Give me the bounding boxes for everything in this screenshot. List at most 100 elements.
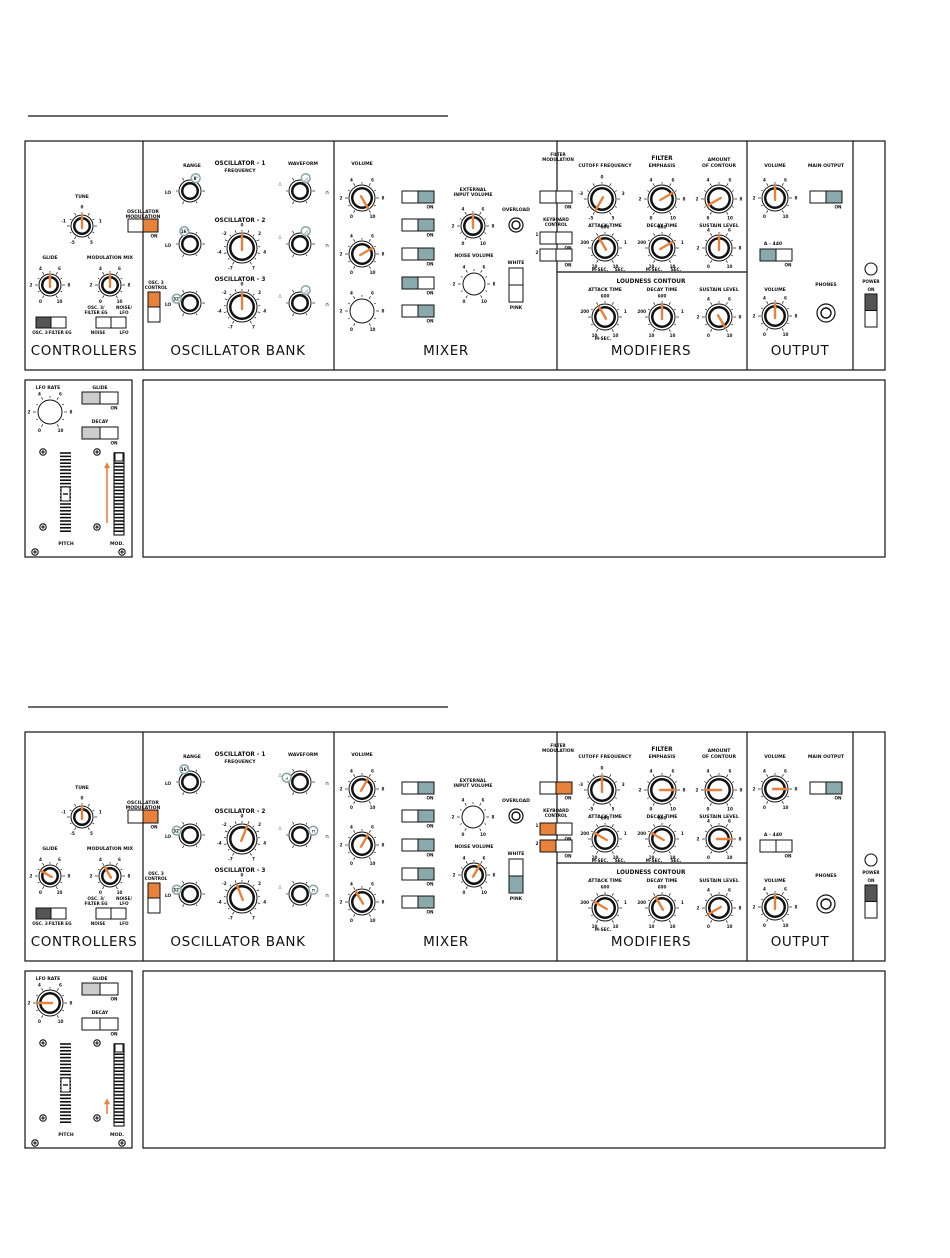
mod-wheel[interactable] (114, 453, 124, 535)
mixer-channel-switch-2[interactable]: ON (402, 810, 434, 829)
waveform-knob-osc1[interactable]: ◿ (286, 174, 315, 204)
range-knob-osc2[interactable]: 16' (176, 227, 205, 257)
mixer-channel-switch-3[interactable]: ON (402, 248, 434, 267)
range-knob-osc1[interactable]: 8' (176, 174, 205, 204)
lower-glide-switch[interactable]: ON (82, 392, 118, 411)
main-output-switch[interactable]: ON (810, 782, 842, 801)
power-switch[interactable] (865, 294, 877, 327)
keyboard-control-switch-1[interactable]: ON (540, 823, 572, 842)
mixer-channel-switch-2[interactable]: ON (402, 219, 434, 238)
osc3-filter-eg-switch[interactable] (36, 317, 66, 328)
lower-decay-switch[interactable]: ON (82, 427, 118, 446)
waveform-knob-osc2[interactable]: ◿ (286, 227, 315, 257)
mixer-channel-switch-5[interactable]: ON (402, 305, 434, 324)
noise-lfo-switch[interactable] (96, 908, 126, 919)
power-switch[interactable] (865, 885, 877, 918)
range-knob-osc1[interactable]: 16' (176, 765, 205, 795)
keyboard-control-switch-1[interactable]: ON (540, 232, 572, 251)
keyboard-control-switch-2[interactable]: ON (540, 249, 572, 268)
waveform-knob-osc3[interactable]: ◿ (286, 286, 315, 316)
mixer-channel-switch-4[interactable]: ON (402, 868, 434, 887)
osc3-control-switch[interactable] (148, 883, 160, 913)
mixer-channel-switch-4[interactable]: ON (402, 277, 434, 296)
mixer-channel-switch-1[interactable]: ON (402, 782, 434, 801)
filter-modulation-switch[interactable]: ON (540, 191, 572, 210)
keyboard-control-switch-2[interactable]: ON (540, 840, 572, 859)
pitch-wheel[interactable] (60, 1044, 71, 1122)
mixer-channel-switch-3[interactable]: ON (402, 839, 434, 858)
mixer-channel-switch-1[interactable]: ON (402, 191, 434, 210)
waveform-knob-osc1[interactable]: ⩘ (282, 769, 315, 795)
a440-switch[interactable]: ON (760, 249, 792, 268)
pitch-wheel[interactable] (60, 453, 71, 531)
scale-label: 2 (639, 197, 642, 202)
scale-label: 10 (727, 924, 733, 929)
a440-switch[interactable]: ON (760, 840, 792, 859)
mod-wheel[interactable] (114, 1044, 124, 1126)
noise-lfo-switch[interactable] (96, 317, 126, 328)
output-volume-label: VOLUME (764, 754, 786, 760)
waveform-knob-osc2[interactable]: ⊓ (286, 822, 318, 848)
main-output-switch[interactable]: ON (810, 191, 842, 210)
range-knob-osc2[interactable]: 32' (172, 822, 205, 848)
range-knob-osc3[interactable]: 32' (172, 290, 205, 316)
white-pink-switch[interactable] (509, 268, 523, 302)
white-pink-switch[interactable] (509, 859, 523, 893)
scale-label: 0 (763, 214, 766, 219)
lower-glide-switch[interactable]: ON (82, 983, 118, 1002)
osc3-filter-eg-switch[interactable] (36, 908, 66, 919)
mixer-channel-switch-5[interactable]: ON (402, 896, 434, 915)
range-knob-osc3[interactable]: 32' (172, 881, 205, 907)
tick-mark (348, 261, 350, 262)
filter-modulation-switch[interactable]: ON (540, 782, 572, 801)
waveform-knob-osc3[interactable]: ⊓ (286, 881, 318, 907)
lower-decay-switch[interactable]: ON (82, 1018, 118, 1037)
osc3-control-switch[interactable] (148, 292, 160, 322)
tick-mark (225, 240, 228, 241)
